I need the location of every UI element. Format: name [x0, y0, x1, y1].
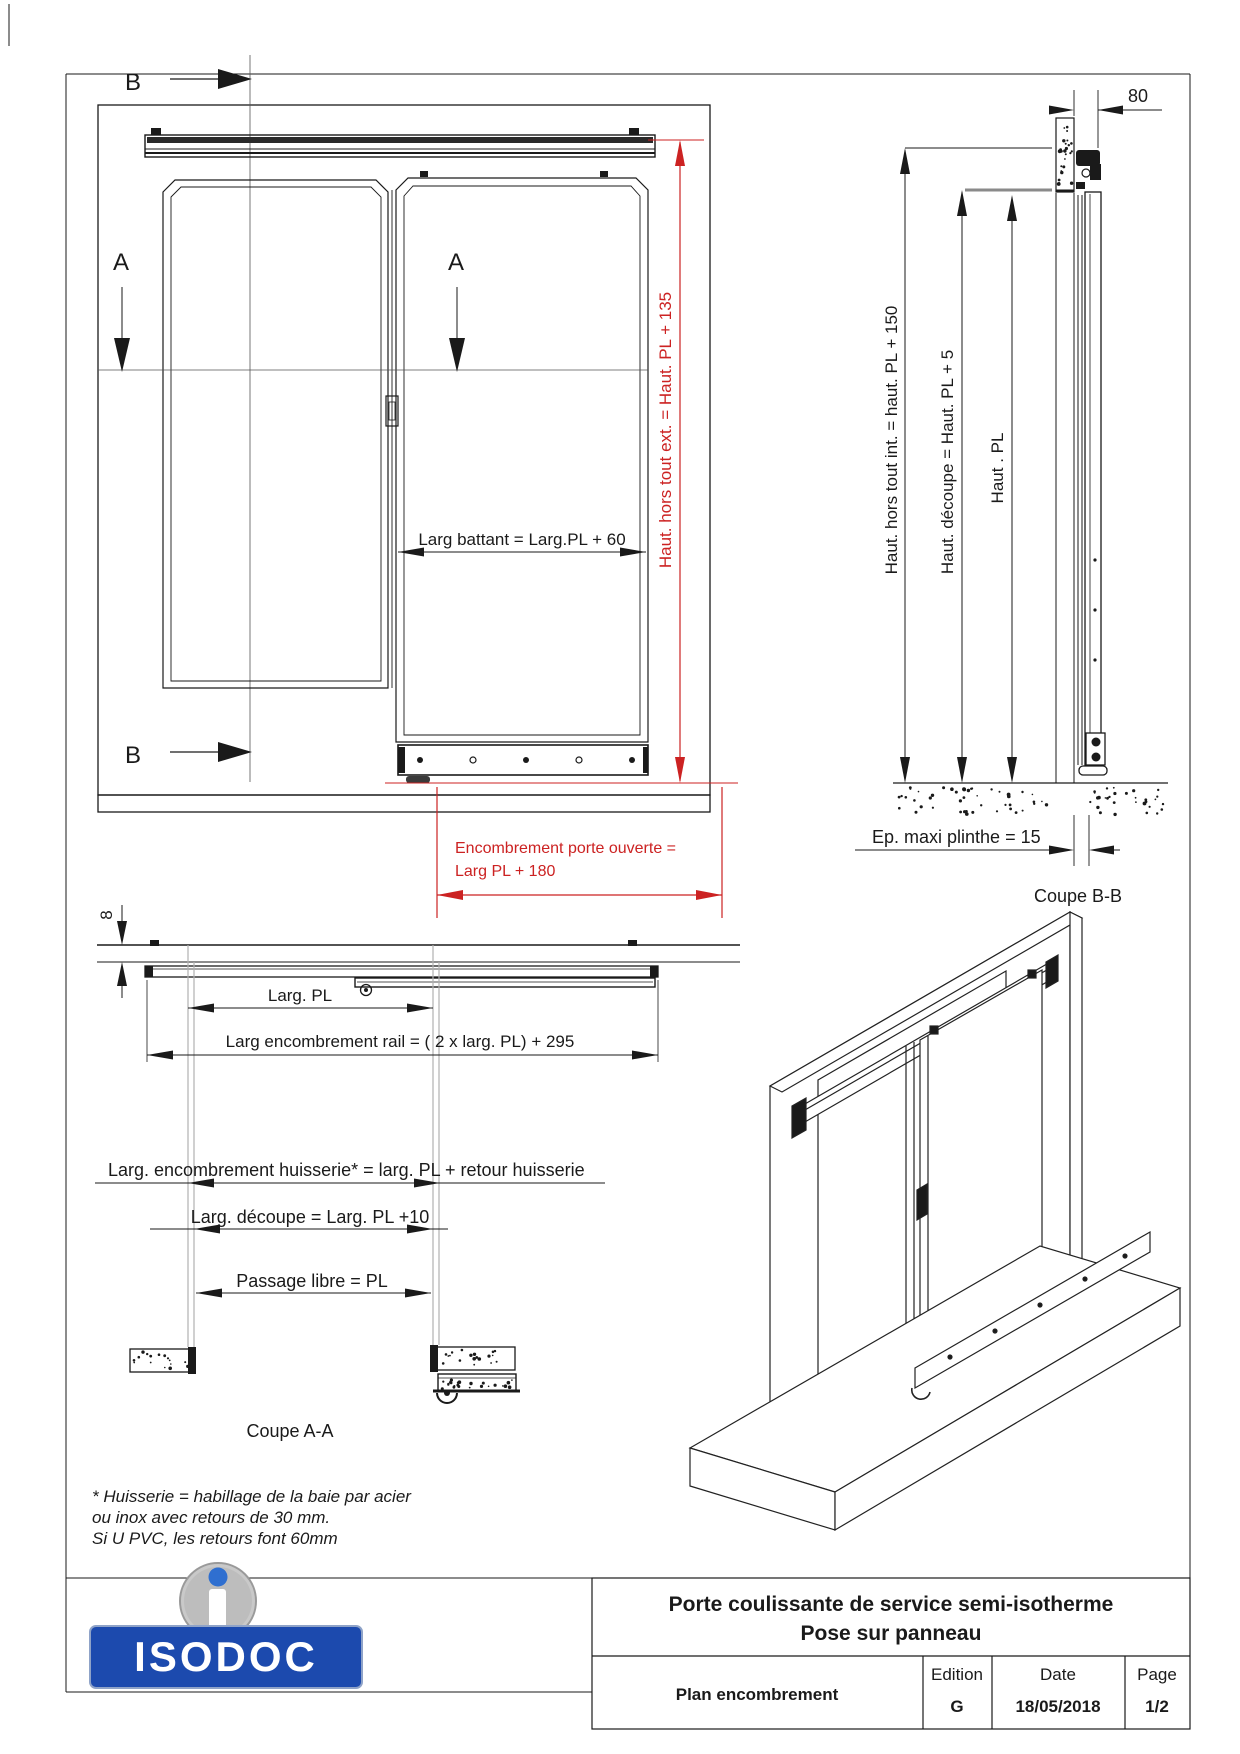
svg-text:Larg PL + 180: Larg PL + 180: [455, 863, 555, 880]
door-leaf-open: [162, 179, 389, 689]
edition-label: Edition: [931, 1665, 983, 1684]
svg-text:Encombrement porte ouverte =: Encombrement porte ouverte =: [455, 840, 676, 857]
logo-i-dot: [208, 1567, 228, 1587]
section-a-label-right: A: [448, 249, 464, 276]
dim-8: 8: [97, 905, 127, 998]
isometric-view: [688, 910, 1182, 1532]
section-a-arrow-right: [449, 338, 465, 372]
plan-view: 8 Larg. PL Larg encombrement rail = ( 2 …: [97, 905, 740, 1347]
door-section-dots: [440, 1378, 513, 1391]
front-view: B B A A Larg battant = Larg.PL + 60: [97, 55, 738, 918]
wall-section-left: [129, 1347, 196, 1374]
dim-80: 80: [1049, 86, 1162, 148]
rail-plan: [144, 965, 659, 978]
title-line1: Porte coulissante de service semi-isothe…: [669, 1593, 1114, 1616]
dim-haut-hors-tout-ext: Haut. hors tout ext. = Haut. PL + 135: [385, 139, 738, 784]
dim-haut-hors-tout-int: Haut. hors tout int. = haut. PL + 150: [882, 147, 1052, 783]
page-value: 1/2: [1145, 1697, 1169, 1716]
svg-text:Larg. découpe = Larg. PL +10: Larg. découpe = Larg. PL +10: [191, 1207, 430, 1227]
section-b-label-bottom: B: [125, 742, 141, 769]
dim-larg-encombrement-rail: Larg encombrement rail = ( 2 x larg. PL)…: [146, 980, 659, 1062]
svg-text:Larg battant = Larg.PL + 60: Larg battant = Larg.PL + 60: [418, 530, 625, 549]
isodoc-logo: ISODOC: [89, 1562, 363, 1689]
floor-speckle-right: [1089, 786, 1165, 817]
document-name: Plan encombrement: [676, 1685, 839, 1704]
svg-text:Haut . PL: Haut . PL: [988, 433, 1007, 504]
svg-text:Haut. hors tout int. = haut. P: Haut. hors tout int. = haut. PL + 150: [882, 306, 901, 575]
svg-text:ou inox avec retours de 30 mm.: ou inox avec retours de 30 mm.: [92, 1508, 330, 1527]
coupe-bb-view: 80 Haut. hors tout int. = haut. PL + 150…: [855, 86, 1168, 906]
door-leaf-closed: [385, 171, 649, 743]
dim-encombrement-porte-ouverte: Encombrement porte ouverte = Larg PL + 1…: [436, 787, 723, 918]
wall-right-speckle: [441, 1348, 498, 1366]
date-label: Date: [1040, 1665, 1076, 1684]
sheet-frame: [8, 4, 1191, 1729]
coupe-aa-view: Larg. encombrement huisserie* = larg. PL…: [95, 1160, 605, 1441]
dim-larg-pl: Larg. PL: [188, 986, 433, 1013]
section-a-arrow-left: [114, 338, 130, 372]
door-section-aa: [433, 1373, 520, 1404]
coupe-bb-label: Coupe B-B: [1034, 886, 1122, 906]
wall-left-speckle: [132, 1350, 190, 1371]
svg-text:8: 8: [97, 910, 116, 919]
dim-haut-pl: Haut . PL: [988, 195, 1017, 783]
svg-text:Passage libre = PL: Passage libre = PL: [236, 1271, 388, 1291]
dim-larg-battant: Larg battant = Larg.PL + 60: [398, 530, 646, 557]
title-line2: Pose sur panneau: [801, 1622, 982, 1645]
door-bottom-rail: [397, 744, 649, 783]
title-block: Porte coulissante de service semi-isothe…: [591, 1577, 1191, 1730]
svg-text:80: 80: [1128, 86, 1148, 106]
coupe-aa-label: Coupe A-A: [246, 1421, 333, 1441]
page-label: Page: [1137, 1665, 1177, 1684]
logo-banner: [89, 1625, 363, 1689]
wall-section-speckle: [1056, 125, 1074, 186]
logo-text: ISODOC: [134, 1633, 318, 1680]
svg-text:Haut. découpe = Haut. PL + 5: Haut. découpe = Haut. PL + 5: [938, 350, 957, 574]
dim-larg-encombrement-huisserie: Larg. encombrement huisserie* = larg. PL…: [95, 1160, 605, 1188]
huisserie-extension-lines: [187, 945, 440, 1347]
section-b-arrow-top: [218, 69, 252, 89]
svg-text:Haut. hors tout ext. = Haut. P: Haut. hors tout ext. = Haut. PL + 135: [656, 292, 675, 568]
trolley-hardware: [1076, 150, 1101, 189]
logo-i-stem: [209, 1589, 226, 1631]
section-a-label-left: A: [113, 249, 129, 276]
dim-haut-decoupe: Haut. découpe = Haut. PL + 5: [938, 188, 1052, 783]
dim-ep-maxi-plinthe: Ep. maxi plinthe = 15: [855, 815, 1120, 866]
svg-text:Larg. PL: Larg. PL: [268, 986, 332, 1005]
date-value: 18/05/2018: [1015, 1697, 1100, 1716]
bottom-guide: [1078, 732, 1108, 776]
door-leaf-section: [1077, 191, 1102, 766]
svg-text:* Huisserie = habillage de la: * Huisserie = habillage de la baie par a…: [92, 1487, 412, 1506]
floor-speckle-left: [897, 786, 1049, 816]
dim-larg-decoupe: Larg. découpe = Larg. PL +10: [150, 1207, 448, 1234]
footnote: * Huisserie = habillage de la baie par a…: [92, 1487, 412, 1548]
edition-value: G: [950, 1697, 963, 1716]
svg-text:Larg encombrement rail = ( 2 x: Larg encombrement rail = ( 2 x larg. PL)…: [226, 1032, 575, 1051]
svg-text:Ep. maxi plinthe = 15: Ep. maxi plinthe = 15: [872, 827, 1041, 847]
section-b-arrow-bottom: [218, 742, 252, 762]
svg-text:Si U PVC, les retours font 60m: Si U PVC, les retours font 60mm: [92, 1529, 338, 1548]
svg-text:Larg. encombrement huisserie*: Larg. encombrement huisserie* = larg. PL…: [108, 1160, 585, 1180]
section-markers: B B A A: [113, 69, 465, 769]
section-b-label-top: B: [125, 69, 141, 96]
dim-passage-libre: Passage libre = PL: [196, 1271, 431, 1298]
leaf-plan: [354, 977, 656, 997]
